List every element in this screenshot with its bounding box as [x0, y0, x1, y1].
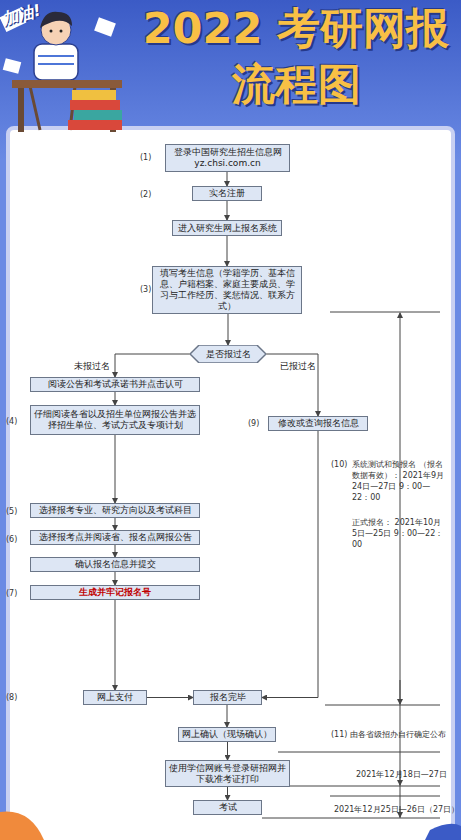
callout-number: (7)	[6, 588, 17, 599]
decision-diamond: 是否报过名	[190, 345, 266, 363]
flow-arrow	[115, 600, 116, 690]
paper-sheet	[94, 17, 116, 36]
corner-decoration	[425, 824, 461, 840]
callout-number: (5)	[6, 506, 17, 517]
corner-decoration	[0, 812, 44, 840]
student-hair	[40, 12, 72, 28]
timeline-line	[330, 312, 440, 313]
process-box: 修改或查询报名信息	[268, 416, 368, 431]
flow-arrow	[115, 435, 116, 503]
flow-arrow	[227, 705, 228, 727]
flow-arrow	[147, 697, 193, 698]
node-text: 确认报名信息并提交	[75, 559, 156, 570]
process-box: 考试	[193, 800, 262, 815]
paper-sheet	[3, 58, 22, 74]
flow-arrow	[227, 787, 228, 800]
book	[74, 110, 122, 120]
book	[72, 90, 116, 100]
process-box: 使用学信网账号登录研招网并下载准考证打印	[165, 760, 290, 787]
student-eye	[60, 30, 63, 33]
timeline-note: 2021年12月25日—26日（27日）	[334, 804, 459, 815]
node-text: 使用学信网账号登录研招网并下载准考证打印	[169, 763, 286, 785]
timeline-line	[278, 752, 440, 753]
process-box: 网上确认（现场确认）	[178, 727, 276, 742]
timeline-note: 系统测试和预报名 （报名数据有效）： 2021年9月24日—27日 9：00—2…	[352, 459, 444, 503]
edge-label: 已报过名	[280, 361, 316, 372]
timeline-note: 正式报名： 2021年10月5日—25日 9：00—22：00	[352, 517, 444, 550]
flow-arrow	[115, 545, 116, 557]
flow-arrow	[115, 354, 190, 377]
flow-arrow	[227, 172, 228, 186]
callout-number: (3)	[140, 284, 151, 295]
node-text: 阅读公告和考试承诺书并点击认可	[48, 379, 183, 390]
node-text: 网上支付	[97, 692, 133, 703]
flow-arrow	[228, 314, 229, 345]
node-text: 是否报过名	[206, 349, 251, 360]
desk-leg	[18, 88, 24, 132]
node-text: 进入研究生网上报名系统	[178, 223, 277, 234]
process-box: 实名注册	[192, 186, 262, 201]
process-box: 进入研究生网上报名系统	[172, 220, 282, 236]
process-box: 生成并牢记报名号	[30, 585, 200, 600]
shirt-stripes	[38, 56, 74, 64]
flow-arrow	[115, 392, 116, 405]
edge-label: 未报过名	[74, 361, 110, 372]
student-eye	[50, 30, 53, 33]
student-body	[34, 44, 78, 80]
process-box: 仔细阅读各省以及招生单位网报公告并选择招生单位、考试方式及专项计划	[30, 405, 200, 435]
flow-arrow	[227, 236, 228, 266]
content-panel	[8, 128, 453, 840]
timeline-line	[262, 818, 440, 819]
timeline-axis	[400, 313, 401, 818]
node-text: 报名完毕	[210, 692, 246, 703]
callout-number: (4)	[6, 416, 17, 427]
node-text: 修改或查询报名信息	[278, 418, 359, 429]
desk-top	[12, 80, 122, 88]
node-text: 网上确认（现场确认）	[182, 729, 272, 740]
book	[68, 120, 122, 130]
callout-number: (9)	[248, 418, 259, 429]
node-text: 考试	[219, 802, 237, 813]
node-text: 实名注册	[209, 188, 245, 199]
node-text: 选择报考专业、研究方向以及考试科目	[39, 505, 192, 516]
flow-arrow	[227, 201, 228, 220]
timeline-line	[290, 786, 440, 787]
timeline-note: 由各省级招办自行确定公布	[350, 729, 446, 740]
process-box: 确认报名信息并提交	[30, 557, 200, 572]
process-box: 网上支付	[83, 690, 147, 705]
process-box: 阅读公告和考试承诺书并点击认可	[30, 377, 200, 392]
node-text: 选择报考点并阅读省、报名点网报公告	[39, 532, 192, 543]
process-box: 报名完毕	[193, 690, 262, 705]
callout-number: (10)	[331, 459, 347, 470]
process-box: 登录中国研究生招生信息网 yz.chsi.com.cn	[165, 144, 290, 172]
callout-number: (2)	[140, 189, 151, 200]
node-text: 生成并牢记报名号	[79, 587, 151, 598]
callout-number: (6)	[6, 534, 17, 545]
node-text: 填写考生信息（学籍学历、基本信息、户籍档案、家庭主要成员、学习与工作经历、奖惩情…	[156, 268, 298, 312]
timeline-note: 2021年12月18日—27日	[356, 769, 447, 780]
title-text: 2022 考研网报流程图	[136, 0, 456, 112]
node-text: 登录中国研究生招生信息网 yz.chsi.com.cn	[169, 147, 286, 169]
process-box: 选择报考点并阅读省、报名点网报公告	[30, 530, 200, 545]
callout-number: (8)	[6, 692, 17, 703]
flow-arrow	[266, 354, 318, 416]
flow-arrow	[115, 518, 116, 530]
process-box: 填写考生信息（学籍学历、基本信息、户籍档案、家庭主要成员、学习与工作经历、奖惩情…	[152, 266, 302, 314]
timeline-arrow	[400, 680, 401, 704]
book	[70, 100, 120, 110]
callout-number: (1)	[140, 152, 151, 163]
timeline-line	[330, 796, 440, 797]
flow-arrow	[262, 431, 318, 698]
node-text: 仔细阅读各省以及招生单位网报公告并选择招生单位、考试方式及专项计划	[34, 409, 196, 431]
flow-arrow	[115, 572, 116, 585]
callout-number: (11)	[331, 729, 347, 740]
process-box: 选择报考专业、研究方向以及考试科目	[30, 503, 200, 518]
flow-arrow	[227, 742, 228, 760]
diamond-outline	[190, 345, 266, 363]
timeline-line	[325, 705, 440, 706]
